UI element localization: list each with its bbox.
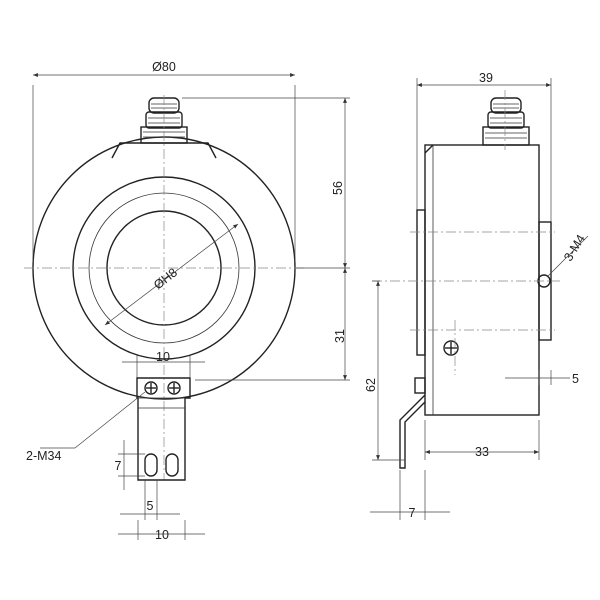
height-label: 62: [364, 378, 378, 392]
front-view: ØH8 Ø80: [24, 60, 350, 542]
overall-depth-label: 39: [479, 71, 493, 85]
screw-callout-label: 2-M34: [26, 449, 61, 463]
bracket-offset-label: 7: [409, 506, 416, 520]
offset-label: 5: [572, 372, 579, 386]
bracket-slot-left: [144, 453, 158, 477]
side-body-screw: [443, 340, 459, 356]
height-below-label: 31: [333, 329, 347, 343]
bracket-slot-right: [165, 453, 179, 477]
side-front-flange: [416, 209, 426, 356]
side-bracket-screw: [414, 377, 426, 394]
bore-diameter-leader: [104, 223, 239, 326]
side-bracket: [399, 394, 426, 469]
bracket-bottom-width-label: 10: [155, 528, 169, 542]
bore-diameter-label: ØH8: [151, 265, 180, 292]
overall-diameter-label: Ø80: [152, 60, 176, 74]
bracket-screw-left: [144, 381, 158, 395]
height-above-label: 56: [331, 181, 345, 195]
mounting-bracket: [136, 377, 191, 481]
side-view: 39 3-M4 62 5 33 7: [364, 71, 589, 520]
slot-height-label: 7: [115, 459, 122, 473]
bracket-screw-right: [167, 381, 181, 395]
set-screw-label: 3-M4: [561, 232, 588, 264]
body-depth-label: 33: [475, 445, 489, 459]
set-screw-leader: [547, 235, 589, 277]
bracket-width-label: 10: [156, 350, 170, 364]
slot-width-label: 5: [147, 499, 154, 513]
side-cable-gland: [482, 97, 530, 146]
side-body: [424, 144, 540, 416]
screw-leader: [74, 391, 146, 449]
